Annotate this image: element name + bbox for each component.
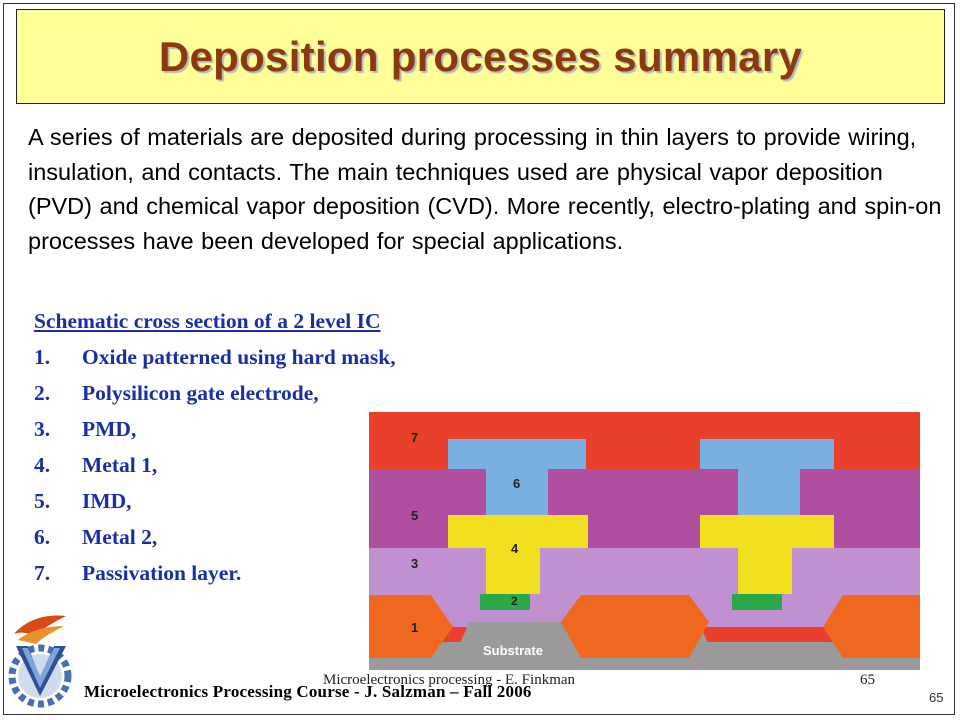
ic-cross-section-figure: 7 6 5 4 3 2 1 Substrate [369, 412, 920, 670]
list-item-label: Oxide patterned using hard mask, [82, 345, 396, 369]
layer-label-5: 5 [411, 508, 418, 523]
metal1-plate-right [700, 515, 834, 548]
layer-label-7: 7 [411, 430, 418, 445]
metal1-contact-right [738, 548, 792, 594]
footer-course: Microelectronics Processing Course - J. … [84, 682, 532, 701]
slide-border [3, 3, 955, 715]
poly-gate-right [732, 594, 782, 610]
metal1-contact-left [486, 548, 540, 594]
layer-label-6: 6 [513, 476, 520, 491]
list-item: 2. Polysilicon gate electrode, [34, 375, 534, 411]
list-item-label: Metal 2, [82, 525, 158, 549]
layer-label-3: 3 [411, 556, 418, 571]
list-item: 1. Oxide patterned using hard mask, [34, 339, 534, 375]
poly-gate-left [480, 594, 530, 610]
metal2-via-right [738, 469, 800, 515]
list-item: 3. PMD, [34, 411, 534, 447]
layer-list: Schematic cross section of a 2 level IC … [34, 305, 534, 591]
metal2-plate-left [448, 439, 586, 469]
metal1-plate-left [448, 515, 588, 548]
list-item-number: 7. [34, 561, 51, 585]
list-item-number: 3. [34, 417, 51, 441]
list-item-label: Metal 1, [82, 453, 158, 477]
list-item-label: Passivation layer. [82, 561, 242, 585]
list-item-number: 1. [34, 345, 51, 369]
layer-label-2: 2 [511, 594, 518, 608]
list-item-number: 5. [34, 489, 51, 513]
footer-inner-page-number: 65 [860, 672, 875, 688]
list-item-number: 4. [34, 453, 51, 477]
list-item: 7. Passivation layer. [34, 555, 534, 591]
list-item-number: 2. [34, 381, 51, 405]
body-paragraph: A series of materials are deposited duri… [28, 124, 942, 254]
oxide-island-middle [561, 595, 709, 658]
footer-credit: Microelectronics processing - E. Finkman [323, 672, 576, 688]
oxide-island-right [823, 595, 920, 658]
layer-label-4: 4 [511, 541, 519, 556]
layer-label-1: 1 [411, 620, 418, 635]
list-item: 5. IMD, [34, 483, 534, 519]
metal2-plate-right [700, 439, 834, 469]
technion-logo-icon [8, 615, 72, 708]
metal2-via-left [486, 469, 548, 515]
footer-page-number: 65 [929, 690, 944, 705]
list-heading: Schematic cross section of a 2 level IC [34, 309, 381, 333]
list-item-number: 6. [34, 525, 51, 549]
list-item-label: PMD, [82, 417, 137, 441]
oxide-island-left [369, 595, 453, 658]
title-banner: Deposition processes summary [16, 9, 945, 104]
list-item-label: IMD, [82, 489, 132, 513]
list-item: 6. Metal 2, [34, 519, 534, 555]
list-item-label: Polysilicon gate electrode, [82, 381, 319, 405]
slide-title: Deposition processes summary [158, 32, 803, 80]
list-item: 4. Metal 1, [34, 447, 534, 483]
substrate-label: Substrate [483, 643, 543, 658]
